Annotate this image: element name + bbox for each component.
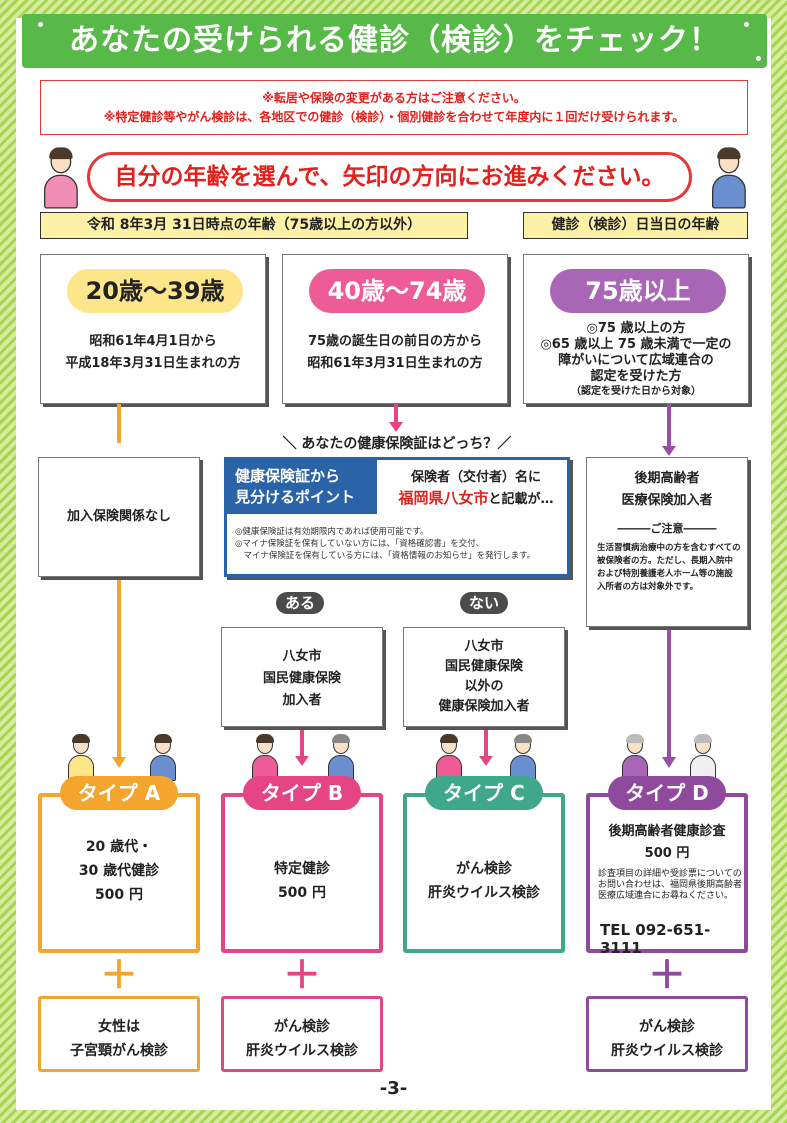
caution-heading: ―――ご注意――― (617, 522, 717, 535)
insurer-check: 保険者（交付者）名に 福岡県八女市と記載が… (398, 470, 554, 507)
arrow-head-d (662, 446, 676, 456)
age-basis-label-left: 令和 8年3月 31日時点の年齢（75歳以上の方以外） (40, 212, 468, 239)
page-title: あなたの受けられる健診（検診）をチェック！ (22, 14, 767, 68)
woman-guide-illustration (44, 147, 78, 210)
key-point-heading: 健康保険証から 見分けるポイント (227, 460, 377, 514)
no-insurance-box: 加入保険関係なし (38, 457, 200, 577)
type-b-extra-box: がん検診肝炎ウイルス検診 (221, 996, 383, 1072)
elderly-insurance-box: 後期高齢者 医療保険加入者 ―――ご注意――― 生活習慣病治療中の方を含むすべて… (586, 457, 748, 627)
type-a-box[interactable]: 20 歳代・ 30 歳代健診 500 円 (38, 793, 200, 953)
arrow-line-b (394, 404, 398, 424)
age-range-line: 昭和61年4月1日から (89, 334, 217, 349)
type-b-label: タイプ B (243, 776, 361, 810)
age-title: 20歳〜39歳 (67, 269, 243, 313)
age-range-line: ◎65 歳以上 75 歳未満で一定の (540, 337, 732, 352)
contact-note: 診査項目の詳細や受診票についてのお問い合わせは、福岡県後期高齢者医療広域連合にお… (598, 869, 743, 901)
type-a-label: タイプ A (60, 776, 178, 810)
age-card-75-plus[interactable]: 75歳以上 ◎75 歳以上の方 ◎65 歳以上 75 歳未満で一定の 障がいにつ… (523, 254, 749, 404)
other-insurance-member-box: 八女市国民健康保険以外の健康保険加入者 (403, 627, 565, 727)
type-c-label: タイプ C (425, 776, 543, 810)
age-range-line: 昭和61年3月31日生まれの方 (307, 356, 483, 371)
arrow-head-c (479, 756, 493, 766)
arrow-line-d (667, 404, 671, 448)
banner-dot (756, 56, 761, 61)
yame-nhi-member-box: 八女市国民健康保険加入者 (221, 627, 383, 727)
type-a-extra-box: 女性は子宮頸がん検診 (38, 996, 200, 1072)
no-label: ない (460, 592, 508, 614)
type-d-extra-box: がん検診肝炎ウイルス検診 (586, 996, 748, 1072)
arrow-head-b (389, 422, 403, 432)
age-title: 75歳以上 (550, 269, 726, 313)
plus-icon: ＋ (282, 953, 321, 997)
arrow-head-a (112, 757, 126, 768)
age-card-20-39[interactable]: 20歳〜39歳 昭和61年4月1日から 平成18年3月31日生まれの方 (40, 254, 266, 404)
age-title: 40歳〜74歳 (309, 269, 485, 313)
type-b-box[interactable]: 特定健診 500 円 (221, 793, 383, 953)
age-range-line: 75歳の誕生日の前日の方から (307, 334, 483, 349)
caution-note: 生活習慣病治療中の方を含むすべての被保険者の方。ただし、長期入院中および特別養護… (597, 543, 741, 592)
age-basis-label-right: 健診（検診）日当日の年齢 (523, 212, 748, 239)
banner-dot (744, 22, 749, 27)
banner-dot (38, 22, 43, 27)
age-range-line: ◎75 歳以上の方 (586, 321, 686, 336)
page-number: -3- (379, 1078, 408, 1099)
arrow-line-b2 (300, 728, 304, 758)
insurance-question: ＼ あなたの健康保険証はどっち？／ (282, 436, 512, 452)
arrow-line-a (117, 520, 121, 760)
arrow-head-d (662, 757, 676, 768)
man-guide-illustration (712, 147, 746, 210)
arrow-head-b2 (295, 756, 309, 766)
insurer-name: 福岡県八女市 (398, 489, 489, 507)
notice-box: ※転居や保険の変更がある方はご注意ください。 ※特定健診等やがん検診は、各地区で… (40, 80, 748, 135)
arrow-line-c (484, 728, 488, 758)
arrow-line-d (667, 628, 671, 760)
age-range-line: 認定を受けた方 (590, 369, 682, 384)
contact-phone[interactable]: TEL 092-651-3111 (600, 921, 711, 957)
type-c-box[interactable]: がん検診 肝炎ウイルス検診 (403, 793, 565, 953)
age-note: （認定を受けた日から対象） (571, 386, 701, 397)
type-d-label: タイプ D (608, 776, 726, 810)
insurance-notes: ◎健康保険証は有効期限内であれば使用可能です。◎マイナ保険証を保有していない方に… (235, 527, 536, 561)
notice-line-2: ※特定健診等やがん検診は、各地区での健診（検診）・個別健診を合わせて年度内に１回… (103, 110, 685, 124)
plus-icon: ＋ (99, 953, 138, 997)
plus-icon: ＋ (647, 953, 686, 997)
age-range-line: 平成18年3月31日生まれの方 (65, 356, 241, 371)
notice-line-1: ※転居や保険の変更がある方はご注意ください。 (262, 91, 526, 105)
age-range-line: 障がいについて広域連合の (558, 353, 714, 368)
insurance-check-panel: 健康保険証から 見分けるポイント 保険者（交付者）名に 福岡県八女市と記載が… … (224, 457, 570, 577)
age-card-40-74[interactable]: 40歳〜74歳 75歳の誕生日の前日の方から 昭和61年3月31日生まれの方 (282, 254, 508, 404)
instruction-banner: 自分の年齢を選んで、矢印の方向にお進みください。 (87, 152, 692, 202)
yes-label: ある (276, 592, 324, 614)
arrow-line-a (117, 404, 121, 443)
type-d-box[interactable]: 後期高齢者健康診査 500 円 診査項目の詳細や受診票についてのお問い合わせは、… (586, 793, 748, 957)
